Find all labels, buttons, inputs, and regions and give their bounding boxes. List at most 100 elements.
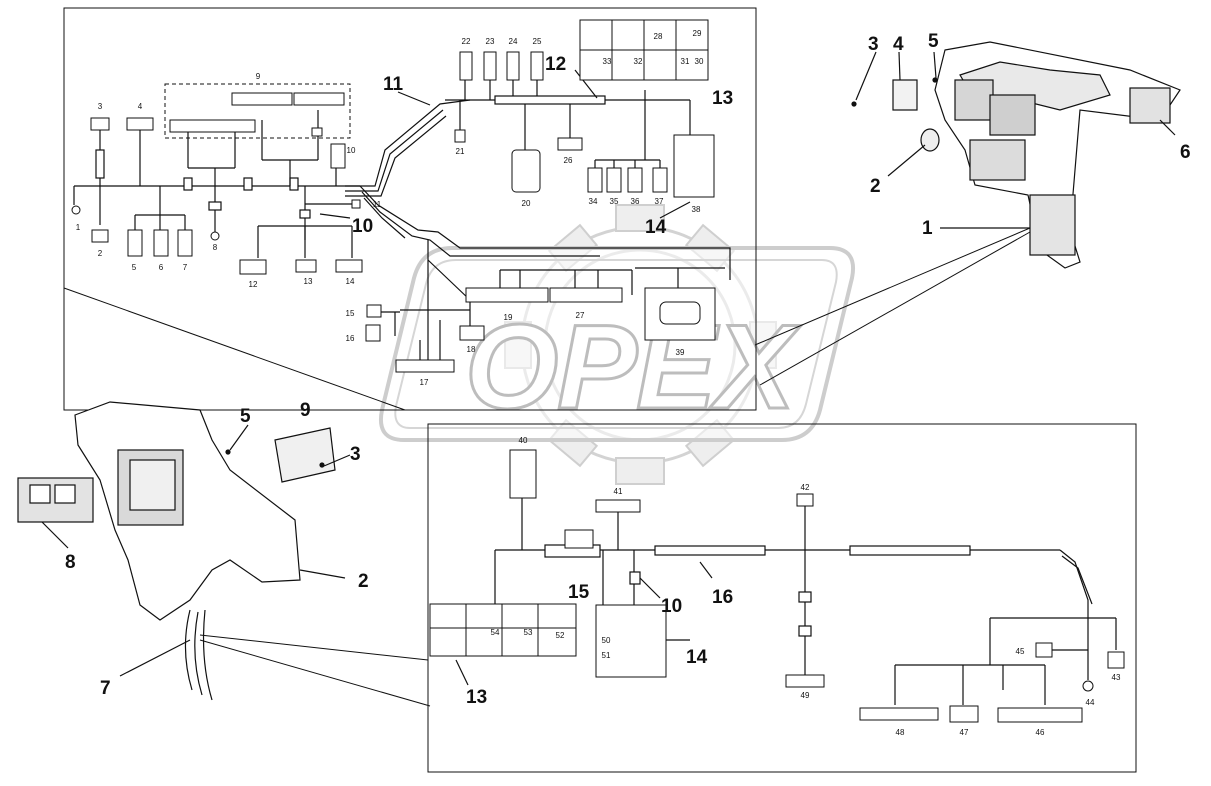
pin-label-39: 39	[676, 348, 685, 357]
callout-14: 14	[645, 217, 667, 238]
pin-label-12: 12	[249, 280, 258, 289]
connector-20	[511, 149, 541, 193]
connector-19	[465, 287, 549, 303]
pin-label-20: 20	[522, 199, 531, 208]
connector-6	[153, 229, 169, 257]
console-callout-3: 3	[350, 444, 361, 465]
connector-21	[454, 129, 466, 143]
dash-module-4	[892, 79, 918, 111]
connector-5	[127, 229, 143, 257]
console-harness-7	[184, 609, 213, 701]
connector-45	[1035, 642, 1053, 658]
dash-callout-5: 5	[928, 31, 939, 52]
pin-label-35: 35	[610, 197, 619, 206]
pin-label-19: 19	[504, 313, 513, 322]
connector-2	[91, 229, 109, 243]
connector-34	[587, 167, 603, 193]
connector-44	[1082, 680, 1094, 692]
dash-callout-3: 3	[868, 34, 879, 55]
lower-panel	[427, 423, 1137, 773]
lower-pin-labels: 40 41 42 43 44 45 46 47 48 49 50 51 52 5…	[491, 436, 1121, 737]
connector-38	[673, 134, 715, 198]
console-callout-5: 5	[240, 406, 251, 427]
connector-43	[1107, 651, 1125, 669]
pin-label-13: 13	[304, 277, 313, 286]
callout-11: 11	[383, 74, 404, 95]
pin-label-47: 47	[960, 728, 969, 737]
pin-label-32: 32	[634, 57, 643, 66]
connector-7	[177, 229, 193, 257]
pin-label-22: 22	[462, 37, 471, 46]
pin-label-4: 4	[138, 102, 143, 111]
watermark-text: OPEX	[465, 300, 802, 434]
pin-label-42: 42	[801, 483, 810, 492]
pin-label-7: 7	[183, 263, 188, 272]
connector-8	[210, 231, 220, 241]
connector-46	[997, 707, 1083, 723]
pin-label-53: 53	[524, 628, 533, 637]
connector-49	[785, 674, 825, 688]
console-callout-9: 9	[300, 400, 311, 421]
pin-label-8: 8	[213, 243, 218, 252]
dash-module-6	[1129, 87, 1171, 124]
connector-4	[126, 117, 154, 131]
connector-16	[365, 324, 381, 342]
callout-10: 10	[352, 216, 373, 237]
pin-label-28: 28	[654, 32, 663, 41]
connector-40	[509, 449, 537, 499]
pin-label-1: 1	[76, 223, 81, 232]
connector-13	[295, 259, 317, 273]
connector-26	[557, 137, 583, 151]
pin-label-37: 37	[655, 197, 664, 206]
dash-callout-4: 4	[893, 34, 904, 55]
connector-10	[330, 143, 346, 169]
callout-10: 10	[661, 596, 682, 617]
console-ecu-9	[274, 427, 336, 483]
pin-label-6: 6	[159, 263, 164, 272]
pin-label-31: 31	[681, 57, 690, 66]
dash-callout-1: 1	[922, 218, 933, 239]
callout-16: 16	[712, 587, 733, 608]
connector-47	[949, 705, 979, 723]
dash-callout-2: 2	[870, 176, 881, 197]
dashboard-assembly-view	[754, 41, 1181, 386]
connector-25	[530, 51, 544, 81]
connector-23	[483, 51, 497, 81]
lower-connectors	[429, 449, 1125, 723]
pin-label-52: 52	[556, 631, 565, 640]
callout-14: 14	[686, 647, 708, 668]
console-callout-2: 2	[358, 571, 369, 592]
connector-35	[606, 167, 622, 193]
connector-39	[644, 287, 716, 341]
pin-label-23: 23	[486, 37, 495, 46]
pin-label-50: 50	[602, 636, 611, 645]
dashed-group-9	[164, 83, 351, 139]
upper-panel-frame	[63, 7, 757, 411]
upper-harness-lines	[73, 61, 731, 360]
connector-15	[564, 529, 594, 549]
connector-36	[627, 167, 643, 193]
fuse-block-13-lower	[429, 603, 577, 657]
pin-label-21: 21	[456, 147, 465, 156]
console-callouts: 5 9 3 8 2 7	[65, 400, 369, 699]
connector-48	[859, 707, 939, 721]
pin-label-14: 14	[346, 277, 355, 286]
pin-label-2: 2	[98, 249, 103, 258]
connector-3	[90, 117, 110, 131]
pin-label-15: 15	[346, 309, 355, 318]
upper-panel	[63, 7, 757, 411]
upper-connectors	[71, 19, 716, 373]
pin-label-49: 49	[801, 691, 810, 700]
connector-41	[595, 499, 641, 513]
pin-label-18: 18	[467, 345, 476, 354]
connector-15	[366, 304, 382, 318]
relay-block-14	[595, 604, 667, 678]
console-assembly-view	[17, 401, 431, 707]
dash-callout-6: 6	[1180, 142, 1191, 163]
connector-27	[549, 287, 623, 303]
pin-label-25: 25	[533, 37, 542, 46]
connector-42	[796, 493, 814, 507]
callout-12: 12	[545, 54, 566, 75]
dashboard-callouts: 3 4 5 6 2 1	[868, 31, 1191, 239]
pin-label-46: 46	[1036, 728, 1045, 737]
